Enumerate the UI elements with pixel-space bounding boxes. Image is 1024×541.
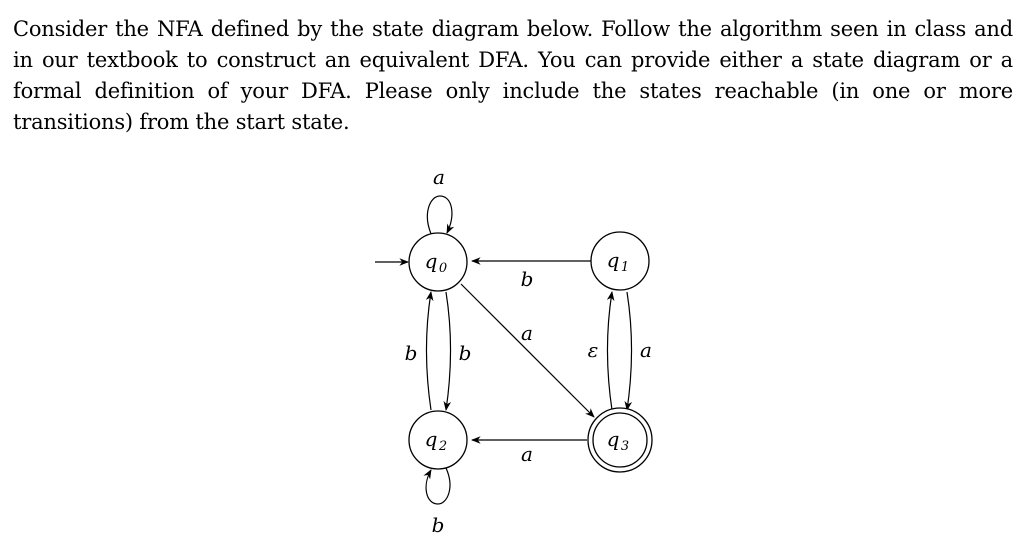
state-q2: q 2 [408,410,468,470]
edge-label-q0-q3: a [521,321,533,345]
state-q2-label: q [425,427,438,451]
problem-statement: Consider the NFA defined by the state di… [13,17,1013,134]
state-q0: q 0 [408,232,468,292]
state-q1: q 1 [590,231,650,291]
edge-label-q0-q0: a [433,165,445,189]
edge-label-q3-q1: ε [588,338,599,362]
edge-label-q2-q2: b [432,513,445,537]
state-q3-label: q [607,427,620,451]
edge-label-q2-q0: b [405,341,418,365]
edge-q0-q2 [443,291,452,411]
edge-q2-q2-loop [423,467,451,505]
state-q1-subscript: 1 [621,260,629,275]
edge-label-q3-q2: a [521,442,533,466]
state-q0-label: q [425,249,438,273]
edge-label-q1-q3: a [640,338,652,362]
edge-label-q1-q0: b [521,267,534,291]
edge-q1-q3 [624,291,633,411]
state-q3-subscript: 3 [621,439,629,454]
state-q2-subscript: 2 [438,439,447,454]
edge-q0-q0-loop [426,195,455,237]
state-q3-accepting: q 3 [587,407,653,473]
edge-q2-q0 [425,291,434,411]
edge-label-q0-q2: b [459,341,472,365]
edge-q0-q3 [460,283,595,418]
state-q0-subscript: 0 [439,261,447,276]
edge-q3-q1 [606,291,615,411]
state-q1-label: q [607,248,620,272]
